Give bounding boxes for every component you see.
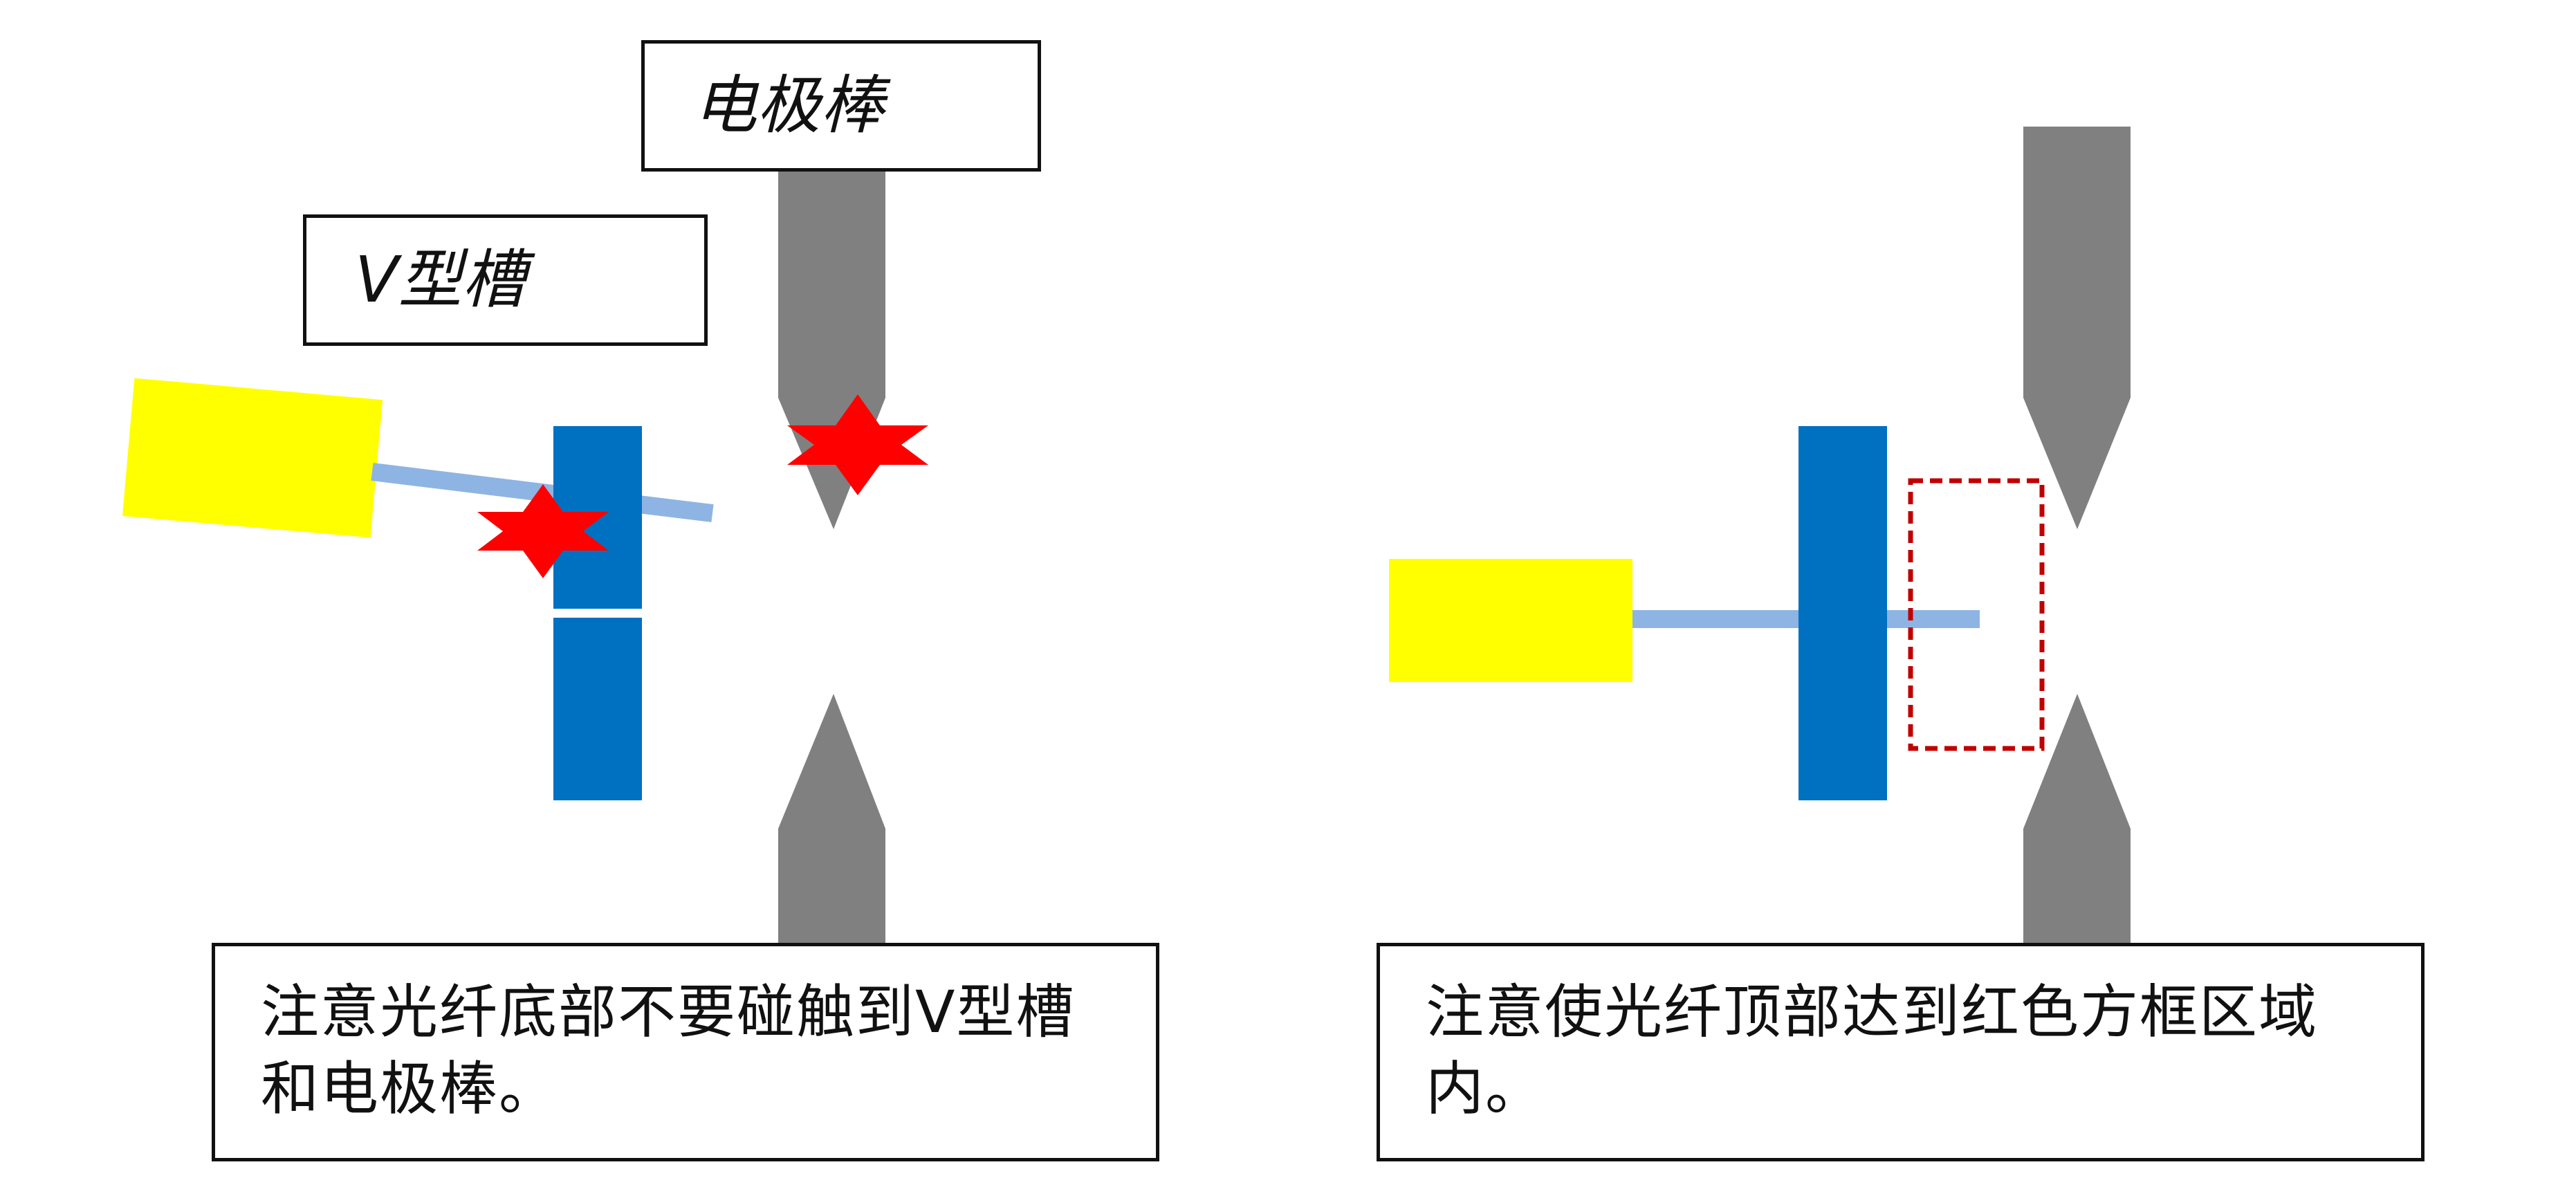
electrode-right-top [2023,127,2131,529]
fiber-holder-left [122,378,383,538]
v-groove-label: V型槽 [303,214,708,346]
electrode-left-bottom [778,694,885,944]
contact-star-groove [477,484,609,578]
electrode-label: 电极棒 [641,40,1041,172]
contact-star-electrode [787,394,928,495]
note-right: 注意使光纤顶部达到红色方框区域内。 [1377,943,2425,1161]
note-left: 注意光纤底部不要碰触到V型槽和电极棒。 [212,943,1159,1161]
electrode-right-bottom [2023,694,2131,944]
v-groove-right [1798,426,1887,800]
right-panel [1389,127,2131,944]
v-groove-left-lower [553,618,642,800]
left-panel [122,170,928,944]
fiber-holder-right [1389,559,1632,682]
target-box [1908,478,2045,751]
